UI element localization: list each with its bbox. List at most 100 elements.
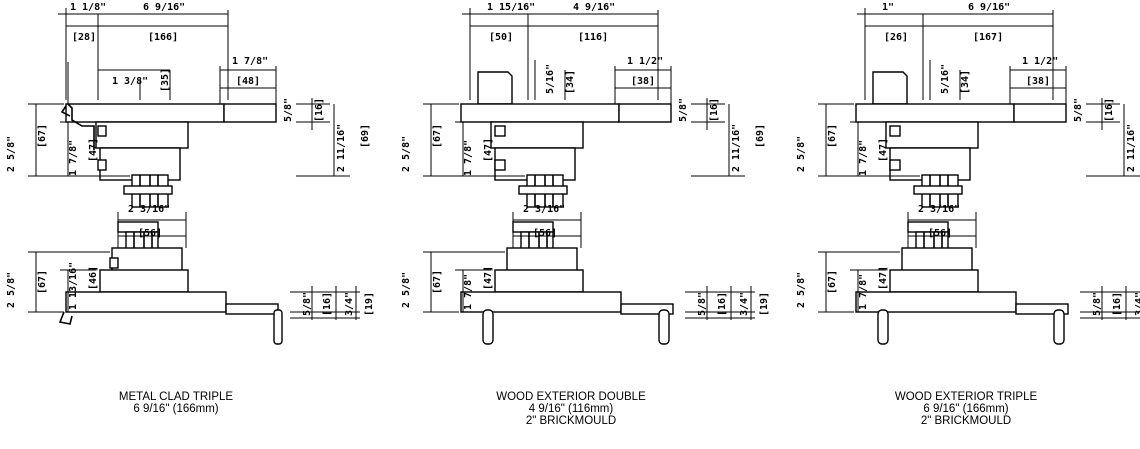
dim-bottom-left-h1: 2 5/8" [6, 272, 17, 308]
dim-bottom-left-h1-mm: [67] [432, 270, 443, 294]
metal-cladding [67, 103, 95, 150]
weatherstrip [97, 125, 107, 137]
frame-head [855, 103, 1015, 123]
frame-head [460, 103, 620, 123]
dim-left-h1: 2 5/8" [6, 136, 17, 172]
dim-right-t2: 2 11/16" [731, 124, 742, 172]
weatherstrip [494, 125, 506, 137]
caption-line: 2" BRICKMOULD [526, 415, 616, 427]
glazing-bead [123, 185, 173, 195]
dim-bottom-left-h2-mm: [46] [88, 266, 99, 290]
sill-nosing [273, 309, 283, 345]
door-section-panel: 1"[26]6 9/16"[167]5/16"[34]1 1/2"[38]5/8… [796, 2, 1140, 427]
caption-line: 6 9/16" (166mm) [133, 403, 218, 415]
dim-depth-a-mm: [35] [160, 68, 171, 92]
dim-depth-a: 5/16" [545, 64, 556, 94]
dim-top-width-2-mm: [167] [973, 32, 1003, 43]
frame-sill [855, 291, 1017, 313]
dim-glazing-width: 2 3/16" [523, 204, 565, 215]
dim-right-t2: 2 11/16" [336, 124, 347, 172]
dim-left-h1-mm: [67] [432, 124, 443, 148]
dim-bottom-right-s2: 3/4" [739, 292, 750, 316]
weatherstrip [889, 125, 901, 137]
dim-top-width-1: 1 1/8" [70, 2, 106, 13]
door-section-panel: 1 15/16"[50]4 9/16"[116]5/16"[34]1 1/2"[… [401, 2, 770, 427]
dim-bottom-right-s2-mm: [19] [759, 292, 770, 316]
dim-right-t1-mm: [16] [1104, 98, 1115, 122]
metal-cladding [58, 311, 73, 325]
dim-depth-b: 1 1/2" [627, 56, 663, 67]
glazing-bead [913, 185, 963, 195]
dim-bottom-right-s2: 3/4" [1134, 292, 1140, 316]
dim-right-t2-mm: [69] [360, 124, 371, 148]
dim-top-width-1: 1 15/16" [487, 2, 535, 13]
dim-depth-b: 1 7/8" [232, 56, 268, 67]
dim-bottom-right-s1-mm: [16] [1112, 292, 1123, 316]
metal-cladding [60, 105, 71, 117]
stop-block [494, 269, 584, 293]
dim-right-t1-mm: [16] [709, 98, 720, 122]
caption-line: WOOD EXTERIOR TRIPLE [895, 391, 1038, 403]
dim-top-width-1-mm: [26] [884, 32, 908, 43]
dim-bottom-left-h1: 2 5/8" [796, 272, 807, 308]
brickmould-profile [872, 71, 908, 105]
caption-line: 2" BRICKMOULD [921, 415, 1011, 427]
door-section-panel: 1 1/8"[28]6 9/16"[166]1 3/8"[35]1 7/8"[4… [6, 2, 375, 415]
dim-right-t1: 5/8" [283, 98, 294, 122]
sill-extension [1015, 303, 1069, 315]
dim-glazing-width: 2 3/16" [128, 204, 170, 215]
dim-left-h1-mm: [67] [37, 124, 48, 148]
stop-block [99, 269, 189, 293]
dim-top-width-1-mm: [50] [489, 32, 513, 43]
stop-block [95, 121, 189, 149]
dim-bottom-right-s2-mm: [19] [364, 292, 375, 316]
weatherstrip [494, 159, 506, 171]
extension-jamb [618, 103, 672, 123]
dim-bottom-left-h1-mm: [67] [827, 270, 838, 294]
dim-top-width-2: 6 9/16" [143, 2, 185, 13]
dim-bottom-left-h2-mm: [47] [483, 266, 494, 290]
brickmould-profile [477, 71, 513, 105]
dim-left-h2-mm: [47] [483, 138, 494, 162]
dim-glazing-width: 2 3/16" [918, 204, 960, 215]
glazing-bead [518, 185, 568, 195]
brickmould-profile [658, 309, 670, 345]
dim-right-t1: 5/8" [678, 98, 689, 122]
dim-depth-b: 1 1/2" [1022, 56, 1058, 67]
dim-bottom-right-s1-mm: [16] [322, 292, 333, 316]
frame-head [65, 103, 225, 123]
dim-depth-a-mm: [34] [565, 70, 576, 94]
caption-line: WOOD EXTERIOR DOUBLE [496, 391, 646, 403]
stop-block [885, 121, 979, 149]
extension-jamb [1013, 103, 1067, 123]
dim-bottom-left-h1-mm: [67] [37, 270, 48, 294]
dim-depth-a-mm: [34] [960, 70, 971, 94]
dim-bottom-right-s2: 3/4" [344, 292, 355, 316]
brickmould-profile [482, 309, 494, 345]
caption-line: METAL CLAD TRIPLE [119, 391, 234, 403]
sill-extension [225, 303, 279, 315]
dim-depth-a: 1 3/8" [112, 76, 148, 87]
caption-line: 4 9/16" (116mm) [529, 403, 614, 415]
brickmould-profile [1053, 309, 1065, 345]
caption-line: 6 9/16" (166mm) [923, 403, 1008, 415]
weatherstrip [97, 159, 107, 171]
dim-depth-a: 5/16" [940, 64, 951, 94]
dim-top-width-2: 6 9/16" [968, 2, 1010, 13]
dim-left-h1: 2 5/8" [401, 136, 412, 172]
extension-jamb [223, 103, 277, 123]
dim-right-t1: 5/8" [1073, 98, 1084, 122]
dim-depth-b-mm: [38] [1026, 76, 1050, 87]
dim-depth-b-mm: [38] [631, 76, 655, 87]
dim-top-width-1-mm: [28] [72, 32, 96, 43]
frame-sill [65, 291, 227, 313]
dim-glazing-width-mm: [56] [533, 228, 557, 239]
dim-bottom-right-s1: 5/8" [697, 292, 708, 316]
dim-top-width-2-mm: [116] [578, 32, 608, 43]
dim-right-t2-mm: [69] [755, 124, 766, 148]
dim-left-h1-mm: [67] [827, 124, 838, 148]
weatherstrip [889, 159, 901, 171]
dim-bottom-right-s1: 5/8" [1092, 292, 1103, 316]
dim-left-h2: 1 7/8" [68, 140, 79, 176]
